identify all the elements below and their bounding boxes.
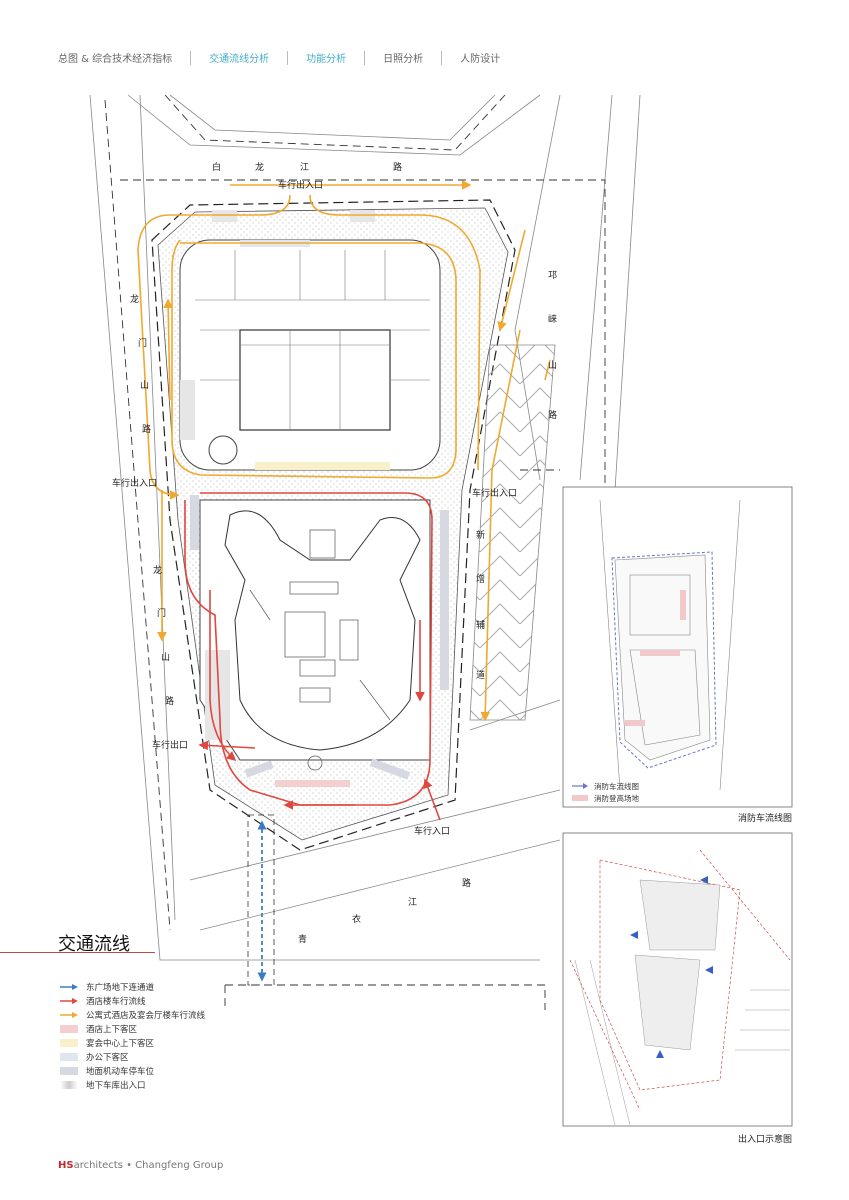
road-qingyi-char: 衣: [352, 915, 362, 925]
legend-label: 地下车库出入口: [86, 1081, 146, 1091]
legend-label: 宴会中心上下客区: [86, 1039, 155, 1049]
legend-label: 酒店上下客区: [86, 1025, 138, 1035]
legend-label: 东广场地下连通道: [86, 983, 155, 993]
legend-item: 消防登高场地: [572, 792, 639, 804]
label-entry-right: 车行出入口: [472, 489, 518, 499]
legend-label: 消防车流线图: [594, 781, 639, 791]
road-qingyi-char: 江: [408, 898, 418, 908]
road-longmen-char: 山: [140, 381, 150, 391]
road-longmen-char: 门: [157, 609, 167, 619]
tab-divider: [364, 50, 366, 65]
legend-label: 消防登高场地: [594, 793, 639, 803]
road-xinzeng-char: 道: [476, 671, 486, 681]
road-longmen-char: 路: [142, 425, 152, 435]
legend-swatch: [60, 1067, 78, 1075]
road-longmen-char: 门: [138, 339, 148, 349]
legend-swatch: [572, 795, 588, 801]
tab-divider: [441, 50, 443, 65]
tab-divider: [287, 50, 289, 65]
footer-brand: HSarchitects • Changfeng Group: [58, 1160, 223, 1171]
legend-item: 宴会中心上下客区: [60, 1036, 205, 1050]
fire-inset-legend: 消防车流线图 消防登高场地: [572, 780, 639, 804]
entrance-inset-caption: 出入口示意图: [738, 1135, 793, 1145]
traffic-legend: 东广场地下连通道 酒店楼车行流线 公寓式酒店及宴会厅楼车行流线 酒店上下客区 宴…: [60, 980, 205, 1092]
label-entry-bottom: 车行入口: [414, 827, 451, 837]
legend-swatch: [60, 1025, 78, 1033]
brand-mark: HS: [58, 1160, 74, 1171]
road-bailongjiang-char: 路: [393, 163, 403, 173]
title-underline: [0, 952, 155, 953]
orange-arrow-icon: [60, 1011, 78, 1019]
road-qingyi-char: 路: [462, 879, 472, 889]
road-qionglai-char: 邛: [548, 271, 558, 281]
legend-swatch: [60, 1039, 78, 1047]
legend-label: 酒店楼车行流线: [86, 997, 146, 1007]
road-qionglai-char: 路: [548, 411, 558, 421]
label-entry-left: 车行出入口: [112, 479, 158, 489]
legend-item: 酒店楼车行流线: [60, 994, 205, 1008]
tab-sunlight[interactable]: 日照分析: [383, 54, 424, 65]
road-bailongjiang-char: 龙: [255, 163, 265, 173]
road-qionglai-char: 山: [548, 361, 558, 371]
legend-item: 地面机动车停车位: [60, 1064, 205, 1078]
tab-divider: [190, 50, 192, 65]
section-tabs: 总图 & 综合技术经济指标 交通流线分析 功能分析 日照分析 人防设计: [58, 50, 518, 65]
legend-swatch: [60, 1053, 78, 1061]
fire-inset-caption: 消防车流线图: [738, 814, 793, 824]
road-longmen-char: 龙: [153, 566, 163, 576]
legend-item: 消防车流线图: [572, 780, 639, 792]
label-exit-left: 车行出口: [152, 741, 189, 751]
label-entry-top: 车行出入口: [278, 181, 324, 191]
legend-item: 办公下客区: [60, 1050, 205, 1064]
road-qingyi-char: 青: [298, 935, 308, 945]
tab-function[interactable]: 功能分析: [306, 54, 347, 65]
red-arrow-icon: [60, 997, 78, 1005]
brand-text: architects • Changfeng Group: [73, 1160, 224, 1171]
legend-item: 东广场地下连通道: [60, 980, 205, 994]
legend-item: 地下车库出入口: [60, 1078, 205, 1092]
road-xinzeng-char: 辅: [476, 621, 486, 631]
road-qionglai-char: 崃: [548, 315, 558, 325]
road-longmen-char: 龙: [130, 295, 140, 305]
road-bailongjiang-char: 江: [300, 163, 310, 173]
legend-item: 公寓式酒店及宴会厅楼车行流线: [60, 1008, 205, 1022]
road-longmen-char: 山: [161, 653, 171, 663]
page-title: 交通流线: [58, 934, 130, 955]
blue-arrow-icon: [60, 983, 78, 991]
tab-traffic[interactable]: 交通流线分析: [209, 54, 270, 65]
legend-label: 地面机动车停车位: [86, 1067, 155, 1077]
road-longmen-char: 路: [165, 697, 175, 707]
legend-swatch: [60, 1081, 78, 1089]
tab-site-plan[interactable]: 总图 & 综合技术经济指标: [58, 54, 173, 65]
tab-civil-defense[interactable]: 人防设计: [460, 54, 501, 65]
legend-label: 办公下客区: [86, 1053, 129, 1063]
legend-item: 酒店上下客区: [60, 1022, 205, 1036]
road-bailongjiang-char: 白: [212, 163, 222, 173]
legend-label: 公寓式酒店及宴会厅楼车行流线: [86, 1011, 206, 1021]
road-xinzeng-char: 新: [476, 531, 486, 541]
purple-arrow-icon: [572, 783, 588, 789]
road-xinzeng-char: 增: [476, 575, 486, 585]
